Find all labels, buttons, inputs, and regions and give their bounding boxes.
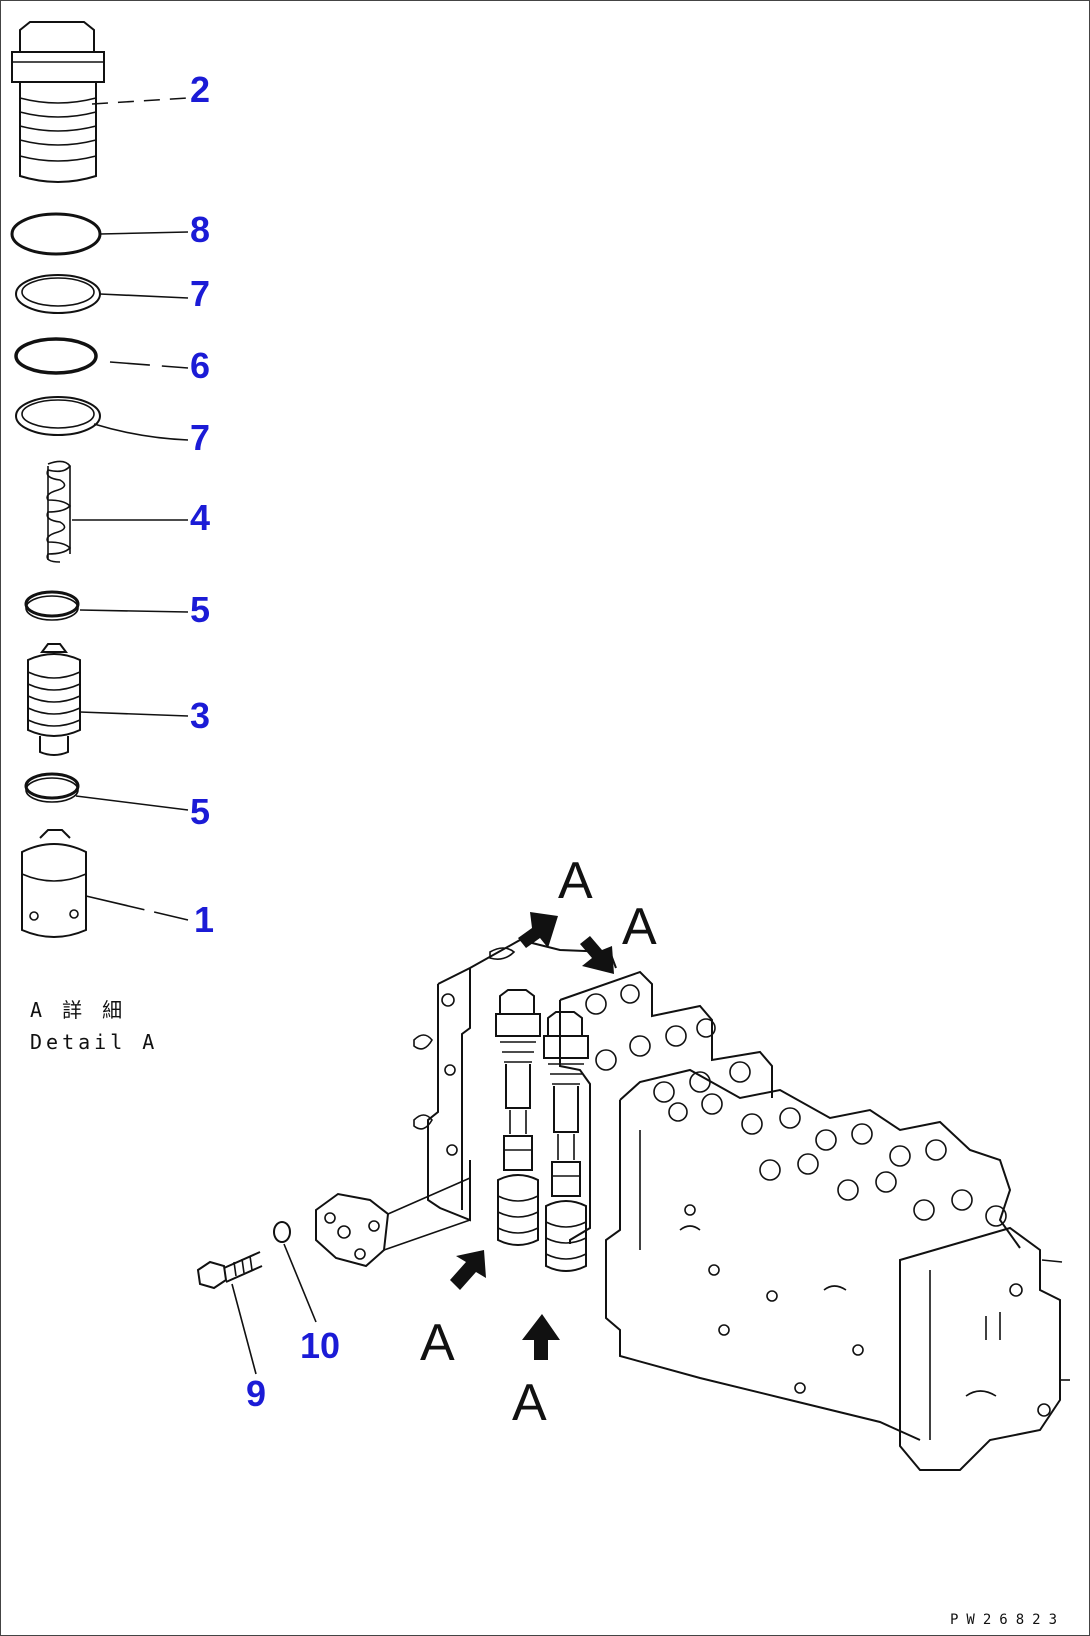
view-arrow-top-left [518, 912, 558, 948]
callout-6: 6 [190, 345, 210, 386]
detail-label-english: Detail A [30, 1030, 159, 1054]
leader-7-lower [93, 423, 189, 441]
relief-valve-right[interactable] [543, 1011, 589, 1272]
leader-5-lower [75, 795, 189, 811]
part-8-o-ring[interactable] [10, 212, 102, 256]
view-letter-a-bottom-center: A [512, 1374, 547, 1432]
part-6-o-ring[interactable] [14, 337, 98, 375]
leader-1 [85, 895, 189, 921]
part-7-backup-ring-upper[interactable] [15, 274, 101, 314]
callout-5-upper: 5 [190, 589, 210, 630]
part-3-poppet[interactable] [27, 643, 81, 756]
leader-6 [109, 361, 189, 369]
view-letter-a-top-right: A [622, 898, 657, 956]
leader-10 [283, 1243, 317, 1323]
detail-label-japanese: A 詳 細 [30, 998, 127, 1022]
callout-2: 2 [190, 69, 210, 110]
part-5-ring-lower[interactable] [24, 772, 80, 803]
callout-4: 4 [190, 497, 210, 538]
view-arrow-bottom-center [522, 1314, 560, 1360]
part-4-spring[interactable] [46, 460, 72, 563]
leader-8 [99, 231, 189, 235]
callout-7-lower: 7 [190, 417, 210, 458]
callout-8: 8 [190, 209, 210, 250]
callout-3: 3 [190, 695, 210, 736]
view-arrow-top-right [580, 936, 614, 974]
relief-valve-left[interactable] [495, 989, 541, 1246]
leader-3 [79, 711, 189, 717]
detail-label: A 詳 細 Detail A [30, 994, 158, 1058]
leader-7-upper [99, 293, 189, 299]
part-10-washer[interactable] [273, 1221, 291, 1243]
part-1-sleeve[interactable] [21, 829, 87, 938]
callout-9: 9 [246, 1373, 266, 1414]
leader-2 [91, 97, 189, 105]
control-valve-assembly[interactable] [315, 938, 1070, 1471]
view-arrow-bottom-left [450, 1250, 486, 1290]
leader-9 [231, 1283, 257, 1375]
part-7-backup-ring-lower[interactable] [15, 396, 101, 436]
callout-10: 10 [300, 1325, 340, 1366]
drawing-code: PW26823 [950, 1612, 1066, 1628]
callout-1: 1 [194, 899, 214, 940]
view-letter-a-bottom-left: A [420, 1314, 455, 1372]
view-letter-a-top-left: A [558, 852, 593, 910]
callout-7-upper: 7 [190, 273, 210, 314]
callout-5-lower: 5 [190, 791, 210, 832]
leader-5-upper [79, 609, 189, 613]
cover-plate[interactable] [315, 1177, 471, 1268]
part-5-ring-upper[interactable] [24, 590, 80, 621]
part-2-plug[interactable] [11, 21, 105, 183]
part-9-bolt[interactable] [196, 1251, 263, 1290]
